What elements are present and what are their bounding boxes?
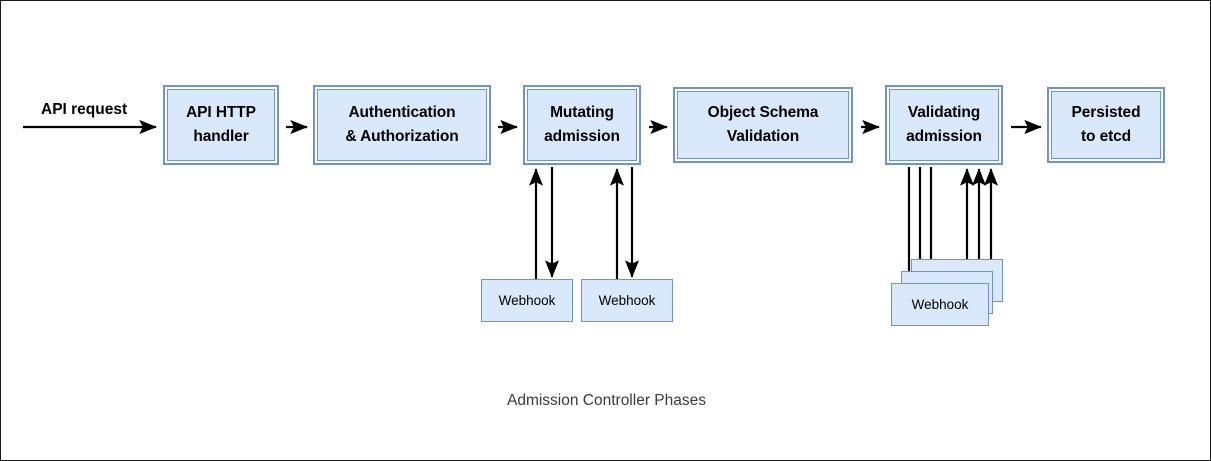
webhook-label: Webhook — [598, 293, 656, 308]
webhook-box-mutating-2[interactable]: Webhook — [581, 279, 673, 322]
phase-label-line1: Validating — [907, 103, 981, 121]
phase-label-line1: Authentication — [348, 103, 456, 121]
phase-box-mutating-admission[interactable]: Mutating admission — [523, 85, 641, 165]
phase-label-line2: admission — [906, 128, 982, 145]
webhook-box-validating-front[interactable]: Webhook — [891, 283, 989, 326]
phase-box-authentication-authorization[interactable]: Authentication & Authorization — [313, 85, 491, 165]
webhook-label: Webhook — [911, 297, 969, 312]
phase-label-line2: Validation — [726, 128, 800, 145]
phase-label-line2: to etcd — [1080, 128, 1132, 145]
phase-label-line1: Object Schema — [707, 103, 819, 121]
webhook-label: Webhook — [498, 293, 556, 308]
phase-box-validating-admission[interactable]: Validating admission — [885, 85, 1003, 165]
phase-label-line2: admission — [544, 128, 620, 145]
phase-label-line1: API HTTP — [186, 103, 256, 121]
api-request-label: API request — [41, 101, 128, 118]
webhook-box-mutating-1[interactable]: Webhook — [481, 279, 573, 322]
diagram-caption: Admission Controller Phases — [506, 392, 706, 409]
phase-label-line2: handler — [193, 128, 249, 145]
phase-box-api-http-handler[interactable]: API HTTP handler — [163, 85, 279, 165]
phase-label-line1: Mutating — [550, 103, 614, 121]
phase-box-persisted-to-etcd[interactable]: Persisted to etcd — [1047, 87, 1165, 163]
phase-label-line2: & Authorization — [345, 128, 459, 145]
phase-label-line1: Persisted — [1071, 103, 1141, 121]
phase-box-object-schema-validation[interactable]: Object Schema Validation — [673, 87, 853, 163]
